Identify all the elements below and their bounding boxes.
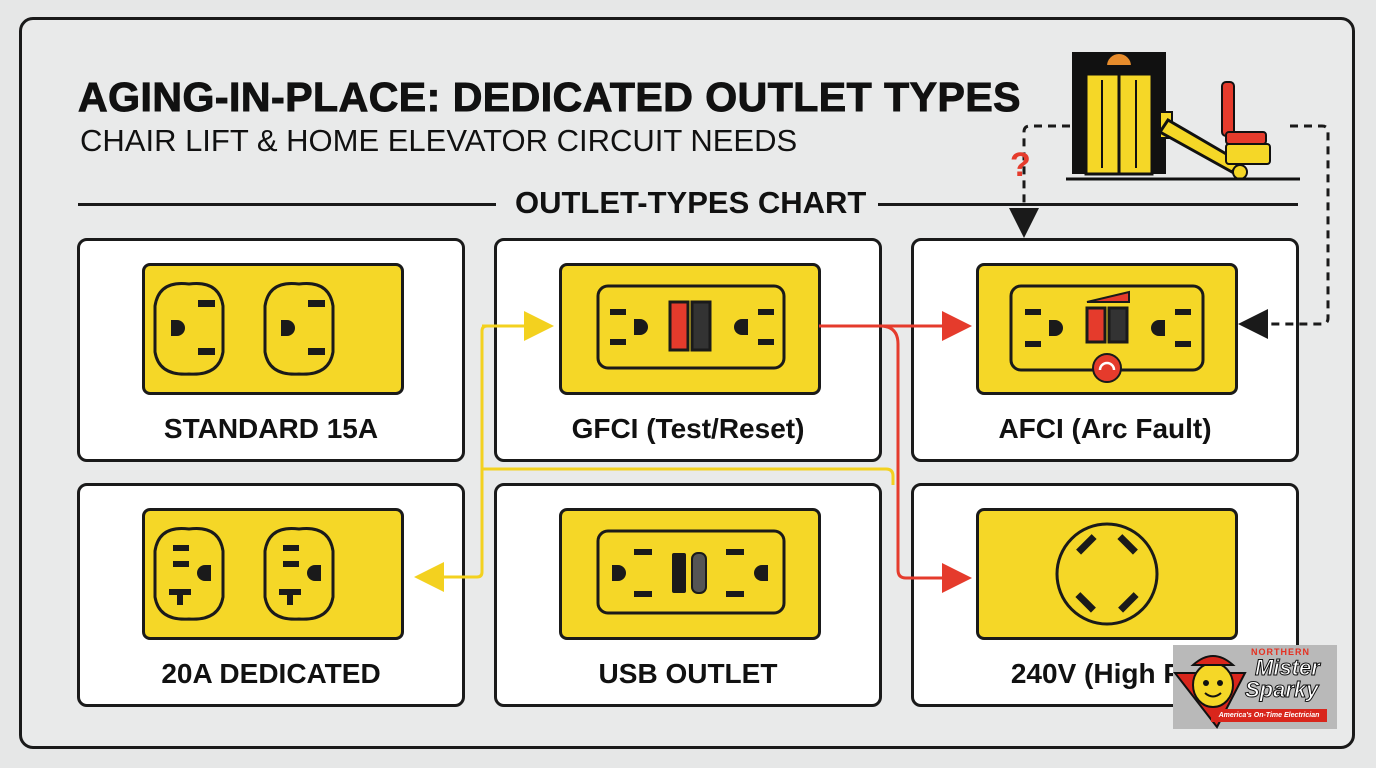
mister-sparky-logo: NORTHERN Mister Sparky America's On-Time…	[1173, 645, 1337, 729]
card-label-20a-dedicated: 20A DEDICATED	[161, 658, 381, 689]
gfci-outlet-icon	[559, 263, 821, 395]
afci-outlet-icon	[976, 263, 1238, 395]
divider-left	[78, 203, 496, 206]
usb-outlet-icon	[559, 508, 821, 640]
card-afci: AFCI (Arc Fault)	[911, 238, 1299, 462]
logo-sparky-text: Sparky	[1244, 677, 1319, 703]
card-label-standard-15a: STANDARD 15A	[163, 413, 379, 444]
page-title: AGING-IN-PLACE: DEDICATED OUTLET TYPES	[77, 74, 1022, 121]
card-usb-outlet: USB OUTLET	[494, 483, 882, 707]
240v-round-outlet-icon	[976, 508, 1238, 640]
card-label-gfci: GFCI (Test/Reset)	[571, 413, 805, 444]
logo-mister-text: Mister	[1255, 655, 1321, 681]
card-standard-15a: STANDARD 15A	[77, 238, 465, 462]
divider-right	[878, 203, 1298, 206]
page-subtitle: CHAIR LIFT & HOME ELEVATOR CIRCUIT NEEDS	[80, 123, 798, 158]
card-gfci: GFCI (Test/Reset)	[494, 238, 882, 462]
card-label-afci: AFCI (Arc Fault)	[998, 413, 1212, 444]
chart-title: OUTLET-TYPES CHART	[515, 185, 867, 220]
20a-duplex-outlet-icon	[142, 508, 404, 640]
logo-tagline: America's On-Time Electrician	[1211, 709, 1327, 722]
standard-duplex-outlet-icon	[142, 263, 404, 395]
logo-northern-text: NORTHERN	[1251, 647, 1310, 657]
card-20a-dedicated: 20A DEDICATED	[77, 483, 465, 707]
card-label-240v: 240V (High Po	[1010, 658, 1200, 689]
card-label-usb-outlet: USB OUTLET	[598, 658, 778, 689]
